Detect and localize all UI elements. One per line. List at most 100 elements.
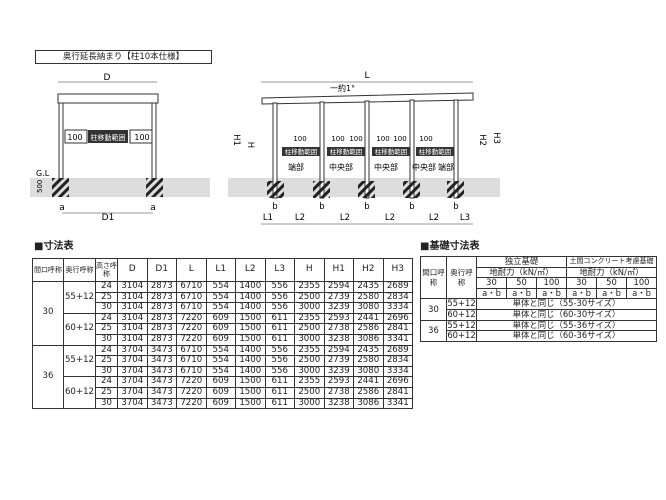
value-cell: 3704 [117,397,148,410]
width-cell: 30 [32,281,64,346]
ab-cell: a・b [566,287,597,300]
note-cell: 単体と同じ（55-36サイズ） [475,319,658,332]
value-cell: 2580 [353,291,384,304]
column-header: L [176,258,207,282]
value-cell: 609 [205,333,236,346]
value-cell: 3239 [323,365,354,378]
slope-label: 一約1° [330,83,355,93]
dim-D1: D1 [102,213,115,223]
height-cell: 25 [95,386,118,399]
value-cell: 2586 [353,323,384,335]
value-cell: 2593 [323,312,354,325]
value-cell: 1400 [235,281,266,293]
value-cell: 2355 [294,312,325,325]
column-header: H [294,258,325,282]
value-cell: 1400 [235,344,266,357]
dim-H3: H3 [491,132,501,144]
diagrams: D 100 柱移動範囲 100 G.L 500 a a D1 L 一約1° 10… [30,71,501,225]
value-cell: 611 [264,386,295,399]
value-cell: 3704 [117,376,148,388]
center-section-label: 中央部 [374,162,398,172]
side-view-diagram: D 100 柱移動範囲 100 G.L 500 a a D1 [30,73,210,223]
value-cell: 2594 [323,344,354,357]
height-cell: 25 [95,355,118,367]
column-header: L1 [205,258,236,282]
value-cell: 2593 [323,376,354,388]
column-header: L3 [264,258,295,282]
value-cell: 3000 [294,397,325,410]
center-section-label: 中央部 [329,162,353,172]
value-cell: 2435 [353,281,384,293]
value-cell: 6710 [176,291,207,304]
value-cell: 3080 [353,302,384,314]
column-header: D1 [146,258,177,282]
dim-b: b [453,202,458,212]
value-cell: 6710 [176,355,207,367]
width-cell: 36 [420,319,447,342]
height-cell: 30 [95,397,118,410]
arrow-100: 100 [393,135,406,143]
value-cell: 3000 [294,302,325,314]
value-cell: 3334 [382,302,413,314]
value-cell: 1500 [235,323,266,335]
value-cell: 2873 [146,323,177,335]
ab-cell: a・b [625,287,658,300]
depth-cell: 60+12 [63,376,96,410]
arrow-100: 100 [293,135,306,143]
value-cell: 3473 [146,355,177,367]
value-cell: 7220 [176,397,207,410]
value-cell: 1500 [235,333,266,346]
value-cell: 3104 [117,312,148,325]
dim-b: b [409,202,414,212]
value-cell: 611 [264,376,295,388]
value-cell: 611 [264,312,295,325]
value-cell: 554 [205,355,236,367]
value-cell: 3239 [323,302,354,314]
dim-a: a [59,203,65,213]
value-cell: 2873 [146,281,177,293]
diagram-title: 奥行延長納まり【柱10本仕様】 [35,50,212,64]
value-cell: 2689 [382,281,413,293]
value-cell: 556 [264,281,295,293]
arrow-100: 100 [376,135,389,143]
value-cell: 3104 [117,291,148,304]
value-cell: 3000 [294,365,325,378]
dim-H1: H1 [231,134,241,146]
value-cell: 1400 [235,365,266,378]
depth-cell: 55+12 [63,281,96,314]
value-cell: 3104 [117,302,148,314]
value-cell: 2696 [382,376,413,388]
load-cell: 100 [536,277,567,289]
height-cell: 24 [95,281,118,293]
depth-cell: 60+12 [63,312,96,346]
gl-label: G.L [36,169,50,178]
value-cell: 1500 [235,312,266,325]
value-cell: 2580 [353,355,384,367]
value-cell: 3704 [117,344,148,357]
column-range-label: 柱移動範囲 [375,147,408,156]
dim-L: L [364,71,369,81]
value-cell: 1500 [235,397,266,410]
value-cell: 2441 [353,376,384,388]
value-cell: 6710 [176,365,207,378]
value-cell: 2435 [353,344,384,357]
arrow-100: 100 [331,135,344,143]
value-cell: 556 [264,302,295,314]
dim-H2: H2 [477,134,487,146]
value-cell: 554 [205,344,236,357]
value-cell: 611 [264,397,295,410]
value-cell: 609 [205,323,236,335]
value-cell: 556 [264,291,295,304]
column-range-label: 柱移動範囲 [330,147,363,156]
value-cell: 2500 [294,291,325,304]
header-slab-foundation: 土間コンクリート考慮基礎 [565,256,658,268]
width-cell: 36 [32,344,64,410]
dim-L2: L2 [340,213,350,223]
value-cell: 3473 [146,365,177,378]
